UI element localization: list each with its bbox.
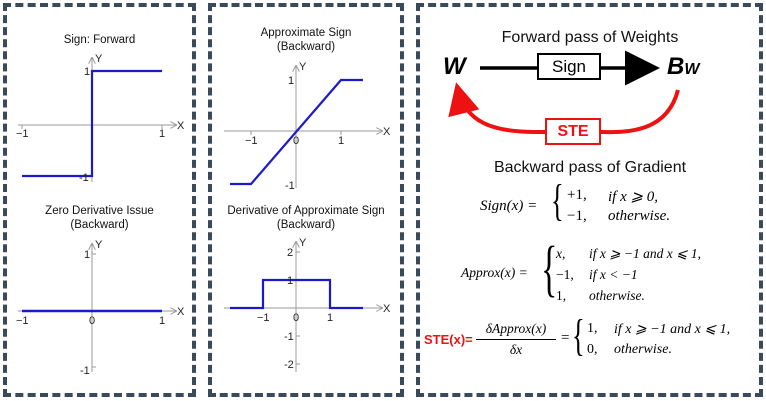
- ste-case2-condition: otherwise.: [614, 342, 672, 357]
- panel-approx-plots: [208, 3, 404, 397]
- panel-sign-plots: [3, 3, 196, 397]
- sign-box: Sign: [537, 53, 601, 80]
- tick-y-2: 2: [287, 247, 293, 259]
- tick-x-neg1: −1: [16, 315, 29, 327]
- x-axis-label: X: [177, 120, 185, 132]
- x-axis-label: X: [177, 306, 185, 318]
- ste-case1-value: 1,: [587, 321, 598, 336]
- sign-equation-brace: {: [551, 176, 564, 225]
- tick-y-neg2: -2: [284, 359, 294, 371]
- approx-case2-condition: if x < −1: [589, 267, 638, 282]
- ste-case1-condition: if x ⩾ −1 and x ⩽ 1,: [614, 322, 731, 337]
- ste-case2-value: 0,: [587, 342, 598, 357]
- bw-subscript: W: [684, 61, 700, 78]
- sign-curve: [22, 69, 162, 178]
- tick-y-pos1: 1: [288, 75, 294, 87]
- ste-fraction-denominator: δx: [509, 342, 523, 357]
- plot-title-approx-sign: Approximate Sign (Backward): [212, 26, 400, 54]
- tick-y-neg1: -1: [79, 172, 89, 184]
- tick-y-neg1: -1: [285, 180, 295, 192]
- approx-sign-curve: [230, 78, 363, 186]
- sign-case2-value: −1,: [567, 208, 587, 224]
- x-axis-label: X: [383, 303, 391, 315]
- plot-title-approx-derivative: Derivative of Approximate Sign (Backward…: [212, 204, 400, 232]
- tick-x-neg1: −1: [16, 128, 29, 140]
- plot-title-sign-forward: Sign: Forward: [63, 34, 136, 46]
- tick-x-neg1: −1: [245, 135, 258, 147]
- tick-x-0: 0: [89, 315, 95, 327]
- ste-box: STE: [545, 118, 601, 145]
- title-line-1: Approximate Sign: [260, 27, 352, 39]
- ste-fraction-bar: [476, 339, 556, 340]
- plot-sign-forward: Y X −1 1 1 -1: [16, 53, 185, 184]
- plot-approx-sign: Y X −1 0 1 1 -1: [224, 61, 391, 192]
- backward-pass-title: Backward pass of Gradient: [493, 159, 687, 176]
- title-line-2: (Backward): [70, 219, 129, 231]
- approx-case2-value: −1,: [556, 267, 574, 282]
- tick-x-pos1: 1: [159, 315, 165, 327]
- sign-box-label: Sign: [551, 57, 587, 76]
- y-axis-label: Y: [95, 53, 103, 65]
- plot-zero-derivative: Y X −1 0 1 1 -1: [16, 239, 185, 377]
- forward-pass-title: Forward pass of Weights: [501, 29, 679, 46]
- sign-case1-value: +1,: [567, 187, 587, 203]
- tick-x-pos1: 1: [338, 135, 344, 147]
- sign-equation-lhs: Sign(x) =: [480, 198, 538, 214]
- ste-box-label: STE: [557, 123, 589, 140]
- plot-title-zero-derivative: Zero Derivative Issue (Backward): [7, 204, 192, 232]
- bw-main: B: [667, 53, 685, 80]
- approx-case1-value: x,: [556, 246, 566, 261]
- title-line-1: Derivative of Approximate Sign: [227, 205, 385, 217]
- tick-y-pos1: 1: [84, 249, 90, 261]
- approx-equation-brace: {: [541, 235, 558, 303]
- x-axis-label: X: [383, 126, 391, 138]
- tick-x-neg1: −1: [257, 312, 270, 324]
- ste-equation-brace: {: [572, 311, 585, 360]
- tick-y-pos1: 1: [84, 66, 90, 78]
- plot-approx-derivative: Y X −1 0 1 2 1 -1 -2: [224, 237, 391, 372]
- title-line-1: Zero Derivative Issue: [45, 205, 154, 217]
- tick-x-pos1: 1: [327, 312, 333, 324]
- tick-y-neg1: -1: [80, 365, 90, 377]
- y-axis-label: Y: [95, 239, 103, 251]
- sign-case2-condition: otherwise.: [608, 208, 671, 224]
- title-line-2: (Backward): [276, 41, 336, 53]
- ste-equation-label: STE(x)=: [424, 332, 473, 347]
- tick-y-neg1: -1: [284, 331, 294, 343]
- approx-case1-condition: if x ⩾ −1 and x ⩽ 1,: [589, 246, 701, 261]
- ste-fraction-numerator: δApprox(x): [485, 321, 547, 336]
- tick-y-1: 1: [287, 275, 293, 287]
- approx-derivative-curve: [230, 278, 363, 310]
- sign-case1-condition: if x ⩾ 0,: [608, 189, 659, 205]
- y-axis-label: Y: [299, 237, 307, 249]
- tick-x-0: 0: [293, 312, 299, 324]
- ste-equals: =: [561, 330, 570, 346]
- tick-x-pos1: 1: [159, 128, 165, 140]
- approx-case3-value: 1,: [556, 288, 567, 303]
- y-axis-label: Y: [299, 61, 307, 73]
- approx-case3-condition: otherwise.: [589, 288, 645, 303]
- title-line-2: (Backward): [276, 219, 336, 231]
- approx-equation-lhs: Approx(x) =: [461, 265, 528, 280]
- tick-x-0: 0: [293, 135, 299, 147]
- binary-weight-label: BW: [667, 53, 699, 81]
- weight-w-label: W: [443, 53, 466, 80]
